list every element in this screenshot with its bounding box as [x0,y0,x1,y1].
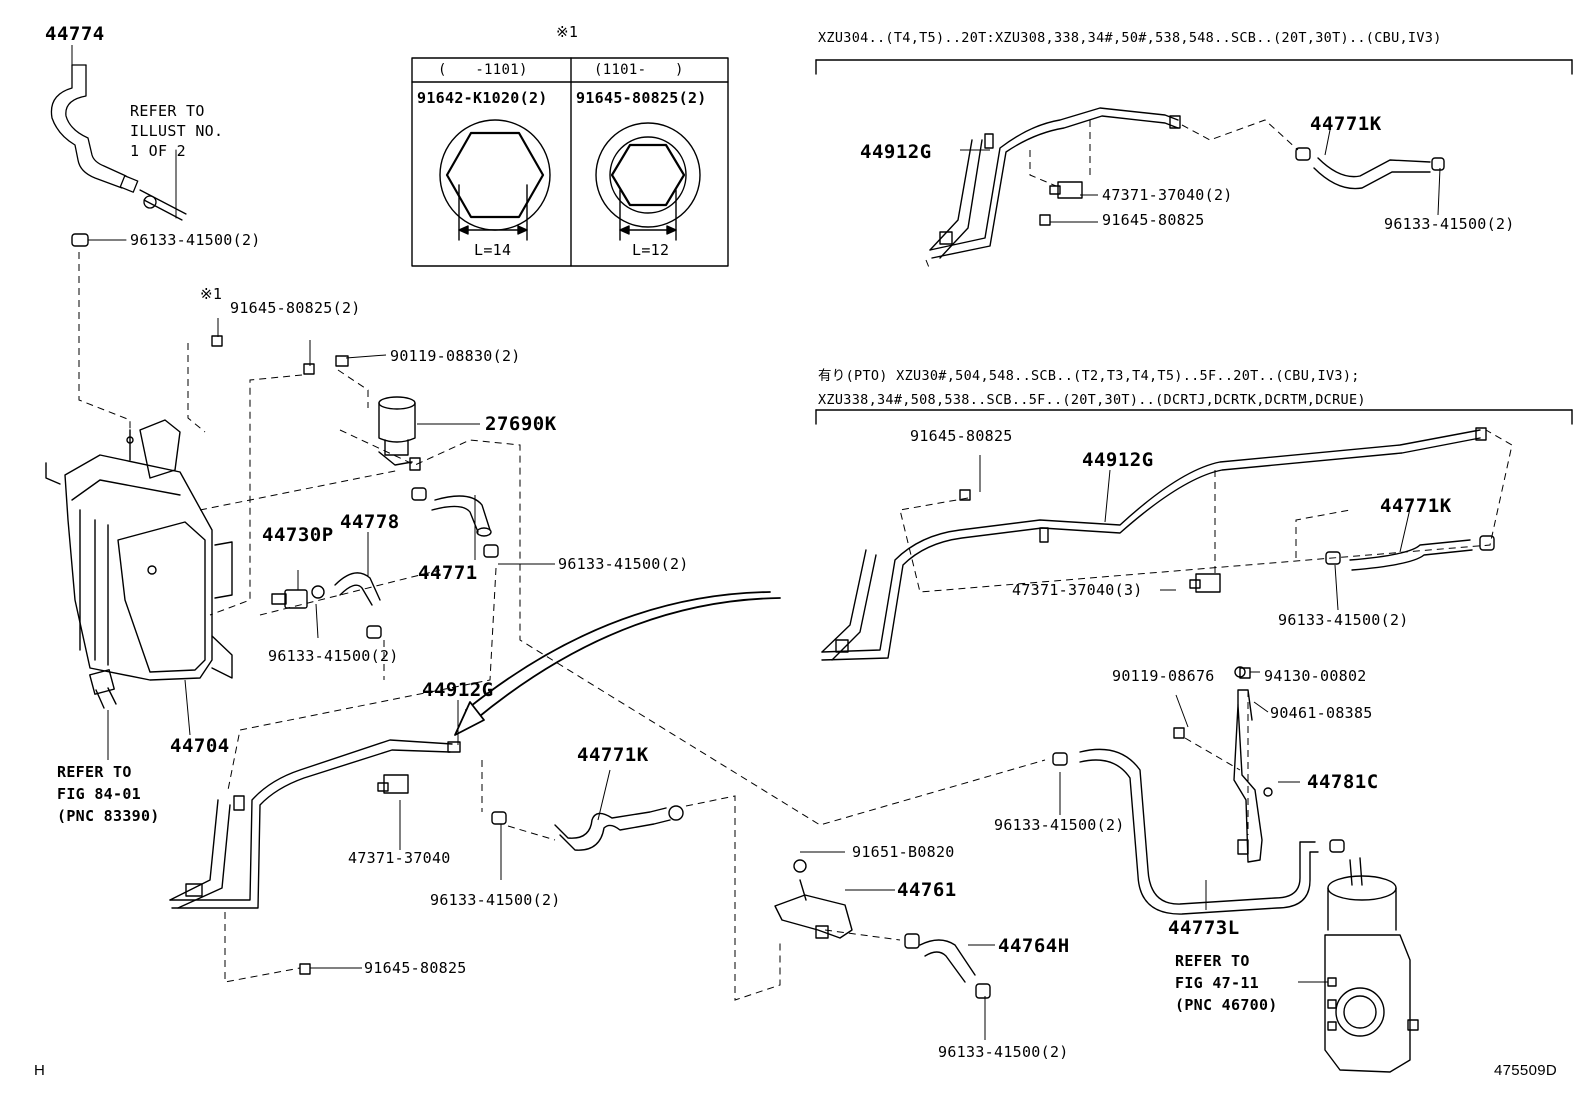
inset-col2-part: 91645-80825(2) [576,89,707,107]
note-mark-left: ※1 [200,285,223,303]
leader-lines [71,45,1441,1040]
label-44764H: 44764H [998,935,1070,957]
label-44774: 44774 [45,23,105,45]
refer-fig84-line3: (PNC 83390) [57,807,160,825]
pipe-44912G-main [169,739,461,909]
label-91651-B0820: 91651-B0820 [852,843,955,861]
diagram-id: 475509D [1494,1062,1557,1079]
bolt-icon [1173,727,1185,739]
bolt-icon [335,355,349,367]
label-clip-bottom: 96133-41500(2) [430,891,561,909]
clamp-variant2 [1189,573,1221,593]
label-90461-08385: 90461-08385 [1270,704,1373,722]
hose-clip-icon [71,233,89,247]
level-switch-icon [89,669,117,709]
solenoid-valve-27690K [378,396,421,471]
bracket-44761 [774,859,853,939]
label-clip-mid-right: 96133-41500(2) [558,555,689,573]
inset-col2-range: (1101- ) [594,62,684,78]
label-44778: 44778 [340,511,400,533]
label-44771K-variant2: 44771K [1380,495,1452,517]
bolt-icon [984,133,994,149]
label-44730P: 44730P [262,524,334,546]
variant1-header: XZU304..(T4,T5)..20T:XZU308,338,34#,50#,… [818,30,1442,46]
label-44771K-bottom: 44771K [577,744,649,766]
inset-col1-length: L=14 [474,241,512,259]
hose-44771 [411,487,492,537]
variant2-header-line2: XZU338,34#,508,538..SCB..5F..(20T,30T)..… [818,392,1366,408]
label-47371-37040-variant2: 47371-37040(3) [1012,581,1143,599]
label-44912G-variant1: 44912G [860,141,932,163]
refer-illust-line3: 1 OF 2 [130,142,186,160]
label-44771K-variant1: 44771K [1310,113,1382,135]
bolt-icon [211,335,223,347]
reservoir-tank-44704 [45,419,233,681]
label-91645-80825-variant1: 91645-80825 [1102,211,1205,229]
label-91645-80825-variant2: 91645-80825 [910,427,1013,445]
label-44912G-variant2: 44912G [1082,449,1154,471]
bolt-icon [299,963,311,975]
refer-illust-line1: REFER TO [130,102,205,120]
label-44773L: 44773L [1168,917,1240,939]
clamp-variant1 [1049,181,1083,199]
label-47371-37040-variant1: 47371-37040(2) [1102,186,1233,204]
hose-44774 [50,64,187,221]
label-clip-variant2: 96133-41500(2) [1278,611,1409,629]
label-90119-08676: 90119-08676 [1112,667,1215,685]
pipe-44912G-variant1 [929,107,1181,259]
label-44781C: 44781C [1307,771,1379,793]
refer-illust-line2: ILLUST NO. [130,122,224,140]
hose-44771K-variant2 [1325,535,1495,571]
bolt-icon [1039,214,1051,226]
refer-fig47-line1: REFER TO [1175,952,1250,970]
refer-fig84-line1: REFER TO [57,763,132,781]
label-91645-80825-2: 91645-80825(2) [230,299,361,317]
label-clip-mid-left: 96133-41500(2) [268,647,399,665]
label-94130-00802: 94130-00802 [1264,667,1367,685]
bolt-icon [303,363,315,375]
hose-44773L [1052,748,1363,915]
corner-mark: H [34,1062,46,1079]
label-44761: 44761 [897,879,957,901]
nut-icon [1239,667,1251,679]
inset-col1-range: ( -1101) [438,62,528,78]
label-44704: 44704 [170,735,230,757]
label-clip-top-left: 96133-41500(2) [130,231,261,249]
connector-44730P [271,585,325,609]
hose-clip-icon [483,544,499,558]
flange-nut-icon [439,119,551,241]
flange-bolt-icon [595,122,701,241]
pipe-44912G-variant2 [821,427,1487,661]
bolt-icon [959,489,971,501]
dashed-guides [78,119,1513,1001]
label-90119-08830: 90119-08830(2) [390,347,521,365]
clamp-47371-37040 [377,774,409,794]
refer-fig47-line3: (PNC 46700) [1175,996,1278,1014]
label-27690K: 27690K [485,413,557,435]
label-clip-44764H: 96133-41500(2) [938,1043,1069,1061]
inset-col1-part: 91642-K1020(2) [417,89,548,107]
label-44771: 44771 [418,562,478,584]
hose-44764H [904,933,991,999]
label-47371-37040-bottom: 47371-37040 [348,849,451,867]
hose-44778 [334,572,382,639]
refer-fig84-line2: FIG 84-01 [57,785,141,803]
direction-arrow [474,597,781,721]
bracket-44781C [1233,666,1273,863]
hose-44771K-bottom [491,805,684,851]
label-clip-variant1: 96133-41500(2) [1384,215,1515,233]
variant2-header-line1: 有り(PTO) XZU30#,504,548..SCB..(T2,T3,T4,T… [818,368,1360,384]
label-clip-44773L: 96133-41500(2) [994,816,1125,834]
label-44912G-bottom: 44912G [422,679,494,701]
label-91645-80825-bottom: 91645-80825 [364,959,467,977]
inset-table-frame [411,57,729,267]
inset-col2-length: L=12 [632,241,670,259]
hose-44771K-variant1 [1295,147,1445,190]
pto-unit-46700 [1324,875,1419,1073]
note-mark-top: ※1 [556,23,579,41]
refer-fig47-line2: FIG 47-11 [1175,974,1259,992]
